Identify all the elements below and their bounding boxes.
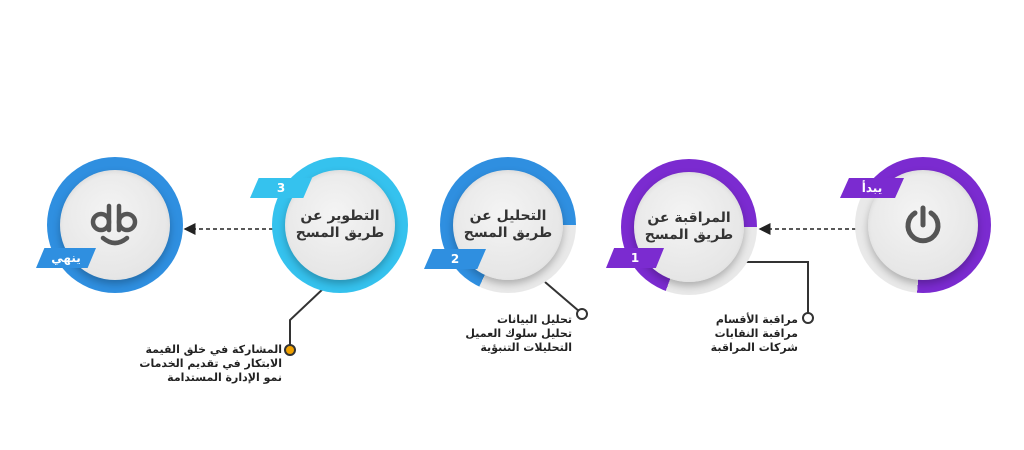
step-2-number: 2: [424, 249, 486, 269]
start-node: [855, 157, 991, 293]
power-icon: [905, 205, 941, 244]
step-1-notes: مراقبة الأقسام مراقبة النقابات شركات الم…: [690, 313, 798, 355]
step-2-note-3: التحليلات التنبؤية: [480, 341, 572, 354]
step-2-notes: تحليل البيانات تحليل سلوك العميل التحليل…: [460, 313, 572, 355]
leader-dot-step1: [802, 312, 814, 324]
step-3-notes: المشاركة في خلق القيمة الابتكار في تقديم…: [120, 343, 282, 385]
step-1-number: 1: [606, 248, 664, 268]
step-1-title-line2: طريق المسح: [644, 227, 734, 243]
step-2-disc: التحليل عن طريق المسح: [453, 170, 563, 280]
step-3-node: التطوير عن طريق المسح: [272, 157, 408, 293]
logo-icon: [90, 203, 138, 246]
step-1-title: المراقبة عن طريق المسح: [642, 210, 736, 244]
leader-step3: [289, 286, 326, 347]
step-2-title-line1: التحليل عن: [469, 208, 547, 224]
leader-dot-step2: [576, 308, 588, 320]
leader-step1: [740, 261, 809, 316]
step-3-number: 3: [250, 178, 312, 198]
step-1-note-2: مراقبة النقابات: [714, 327, 798, 340]
step-2-node: التحليل عن طريق المسح: [440, 157, 576, 293]
step-3-title-line1: التطوير عن: [300, 208, 380, 224]
step-2-note-2: تحليل سلوك العميل: [465, 327, 572, 340]
step-3-title: التطوير عن طريق المسح: [293, 208, 387, 242]
step-2-note-1: تحليل البيانات: [496, 313, 572, 326]
step-1-note-3: شركات المراقبة: [710, 341, 798, 354]
leader-step2: [544, 281, 581, 313]
step-3-note-1: المشاركة في خلق القيمة: [145, 343, 282, 356]
step-2-title-line2: طريق المسح: [463, 225, 553, 241]
step-1-note-1: مراقبة الأقسام: [715, 313, 798, 326]
step-1-title-line1: المراقبة عن: [647, 210, 731, 226]
step-3-title-line2: طريق المسح: [295, 225, 385, 241]
end-label: ينهي: [36, 248, 96, 268]
step-3-note-3: نمو الإدارة المستدامة: [167, 371, 282, 384]
step-1-disc: المراقبة عن طريق المسح: [634, 172, 744, 282]
start-label: يبدأ: [840, 178, 904, 198]
leader-dot-step3: [284, 344, 296, 356]
step-2-title: التحليل عن طريق المسح: [461, 208, 555, 242]
step-3-note-2: الابتكار في تقديم الخدمات: [139, 357, 282, 370]
end-node: [47, 157, 183, 293]
step-1-node: المراقبة عن طريق المسح: [621, 159, 757, 295]
